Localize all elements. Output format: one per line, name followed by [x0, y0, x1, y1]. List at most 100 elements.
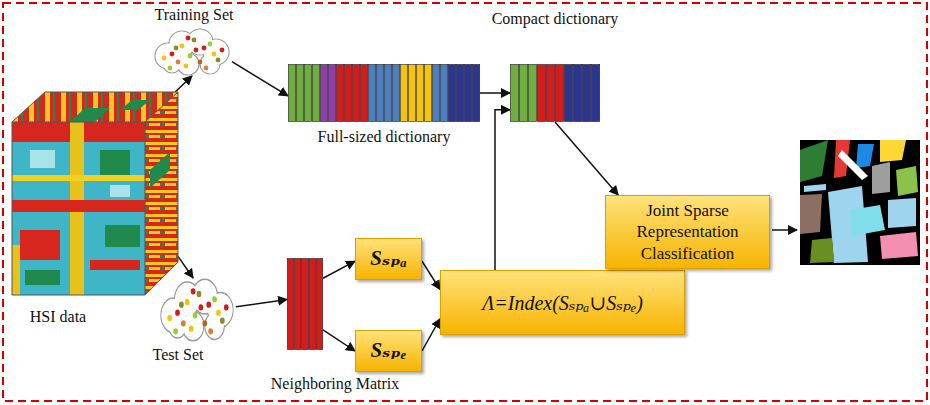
atom-column — [546, 65, 554, 122]
box-text: Joint Sparse Representation Classificati… — [614, 200, 761, 264]
atom-column — [555, 65, 563, 122]
sample-dot — [188, 54, 193, 59]
sample-dot — [216, 309, 221, 315]
cloud-art — [161, 279, 233, 340]
sample-dot — [220, 317, 225, 323]
cube-top-patch — [70, 108, 110, 122]
classifier-box: Joint Sparse Representation Classificati… — [605, 195, 770, 269]
cube-patch — [100, 150, 130, 175]
atom-column — [519, 65, 527, 122]
flow-arrow — [422, 319, 440, 351]
atom-column — [582, 65, 590, 122]
sample-dot — [180, 44, 185, 49]
atom-column — [296, 65, 303, 122]
compact-dictionary: Compact dictionary — [485, 10, 630, 124]
atom-column — [510, 65, 518, 122]
sample-dot — [204, 66, 209, 71]
flow-arrow — [178, 256, 193, 278]
atom-column — [400, 65, 407, 122]
test-set-cloud: Test Set — [138, 278, 238, 366]
cube-patch — [90, 260, 140, 270]
node-figure — [288, 64, 480, 122]
cube-side-patch — [150, 152, 170, 188]
atom-column — [336, 65, 343, 122]
sample-dot — [191, 288, 196, 294]
cube-top-patch — [120, 100, 150, 110]
output-arrow — [772, 229, 797, 231]
cube-edge — [145, 122, 146, 295]
atom-column — [392, 65, 399, 122]
cube-side — [145, 92, 178, 295]
sample-dot — [193, 312, 198, 318]
atom-column — [302, 259, 309, 350]
spectral-set-box: Sₛₚₑ — [355, 330, 422, 372]
sample-dot — [220, 48, 225, 53]
atom-column — [440, 65, 447, 122]
atom-column — [352, 65, 359, 122]
atom-column — [304, 65, 311, 122]
atom-column — [416, 65, 423, 122]
sample-dot — [162, 56, 167, 61]
node-figure — [152, 28, 232, 76]
atom-column — [448, 65, 455, 122]
node-figure — [10, 90, 182, 298]
cloud-outline — [177, 53, 199, 75]
cube-patch — [12, 245, 20, 295]
box-text: Sₛₚₑ — [370, 339, 406, 362]
cube-patch — [12, 200, 145, 212]
cloud-art — [155, 29, 229, 75]
dictionary-atoms — [288, 65, 479, 122]
sample-dot — [176, 60, 181, 65]
node-label: Test Set — [153, 346, 204, 363]
atom-column — [564, 65, 572, 122]
sample-dot — [179, 301, 184, 307]
atom-column — [537, 65, 545, 122]
spatial-set-box: Sₛₚₐ — [355, 238, 422, 280]
box-text: Λ=Index(Sₛₚₐ∪Sₛₚₑ) — [482, 291, 643, 315]
index-union-box: Λ=Index(Sₛₚₐ∪Sₛₚₑ) — [440, 270, 685, 335]
dashed-frame — [3, 3, 927, 401]
sample-dot — [216, 58, 221, 63]
atom-column — [424, 65, 431, 122]
sample-dot — [186, 36, 191, 41]
cube-patch — [105, 225, 140, 247]
flow-arrow — [495, 110, 510, 270]
atom-column — [573, 65, 581, 122]
atom-column — [328, 65, 335, 122]
sample-dot — [192, 38, 197, 43]
sample-dot — [194, 48, 199, 53]
sample-dot — [199, 304, 204, 310]
cube-front — [12, 122, 145, 295]
node-label: Compact dictionary — [492, 10, 619, 27]
sample-dot — [206, 301, 211, 307]
classification-map — [800, 140, 920, 265]
sample-dot — [212, 296, 217, 302]
atom-column — [591, 65, 599, 122]
flow-arrow — [323, 261, 355, 278]
atom-column — [344, 65, 351, 122]
sample-dot — [212, 52, 217, 57]
sample-dot — [202, 46, 207, 51]
node-figure — [158, 278, 236, 342]
atom-column — [287, 259, 294, 350]
training-set-cloud: Training Set — [148, 6, 240, 78]
flow-arrow — [555, 122, 618, 195]
cube-patch — [110, 185, 130, 197]
sample-dot — [189, 325, 194, 331]
atom-column — [312, 65, 319, 122]
sample-dot — [208, 328, 213, 334]
node-label: Neighboring Matrix — [271, 375, 399, 392]
sample-dot — [185, 299, 190, 305]
sample-dot — [197, 291, 202, 297]
cube-patch — [25, 270, 60, 285]
flow-arrow — [236, 299, 287, 306]
label-anchor: Neighboring Matrix — [271, 375, 399, 393]
atom-column — [288, 65, 295, 122]
atom-column — [456, 65, 463, 122]
full-dictionary: Full-sized dictionary — [288, 64, 480, 150]
cloud-fill — [201, 55, 220, 74]
label-anchor: Compact dictionary — [492, 10, 619, 28]
node-figure — [510, 64, 600, 122]
